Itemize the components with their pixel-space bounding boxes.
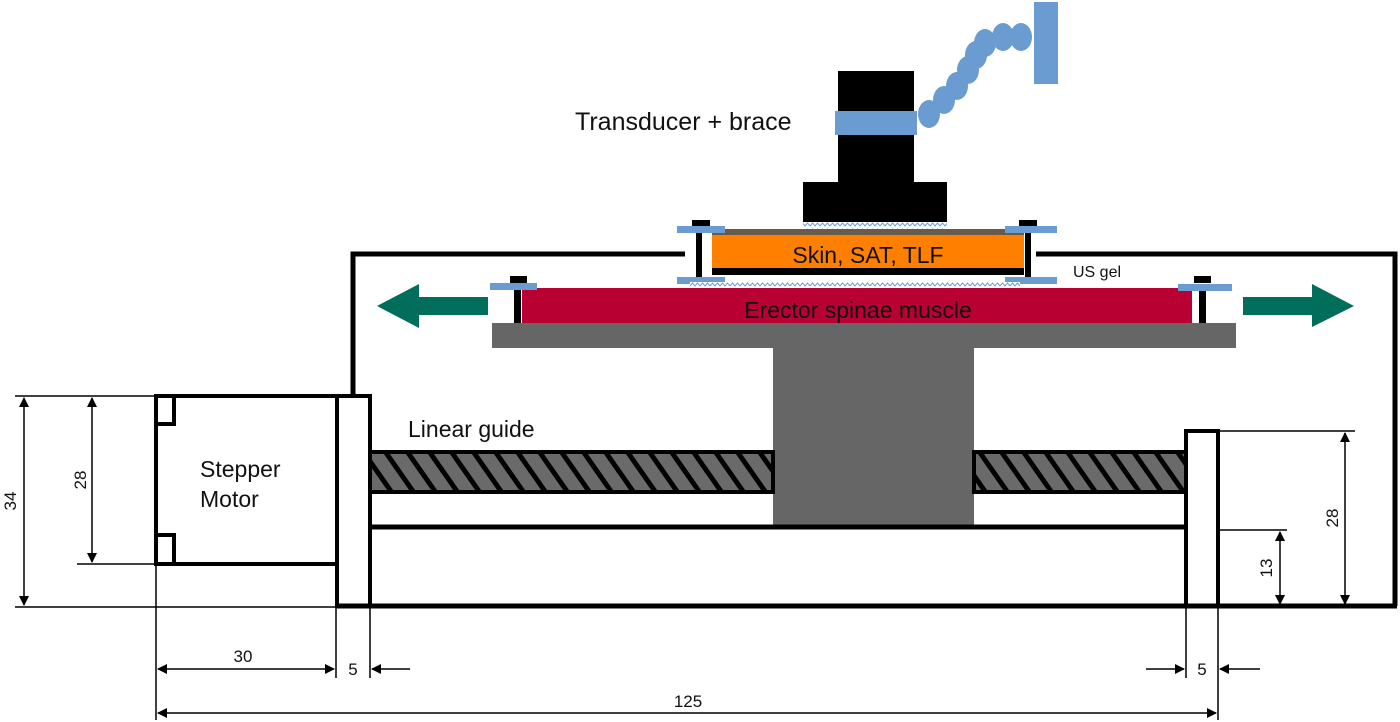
right-support [1184,429,1220,608]
stepper-label-line1: Stepper [200,456,281,482]
muscle-label: Erector spinae muscle [744,297,972,323]
stepper-label-line2: Motor [200,486,259,512]
transducer-label: Transducer + brace [575,108,792,136]
transducer [803,2,1058,229]
enclosure-frame [337,251,1398,609]
dim-motor-outer-height: 34 [1,492,20,511]
brace-collar [835,111,917,135]
muscle-assembly [490,276,1232,324]
dim-total-length: 125 [674,692,702,711]
skin-layer-label: Skin, SAT, TLF [792,242,943,268]
arrow-left-icon [377,284,488,328]
left-support [335,394,372,608]
us-gel-bottom [690,282,1020,289]
platform-top [492,323,1236,348]
dimension-lines [15,395,1355,720]
arrow-right-icon [1243,284,1354,327]
dim-left-support-width: 5 [348,660,357,679]
dim-motor-width: 30 [234,647,253,666]
platform-carriage [773,348,974,526]
dim-motor-inner-height: 28 [71,471,90,490]
brace-arm [918,2,1058,128]
skin-layer [712,235,1024,272]
us-gel-label: US gel [1073,264,1121,281]
muscle-layer [522,288,1192,324]
transducer-head [803,182,947,222]
dim-rail-height: 13 [1257,559,1276,578]
dim-right-support-width: 5 [1197,660,1206,679]
skin-layer-assembly [677,220,1057,289]
dim-right-support-height: 28 [1323,509,1342,528]
linear-guide [368,450,1188,530]
linear-guide-label: Linear guide [408,416,535,442]
us-gel-top [803,222,947,229]
stepper-motor [154,394,337,566]
